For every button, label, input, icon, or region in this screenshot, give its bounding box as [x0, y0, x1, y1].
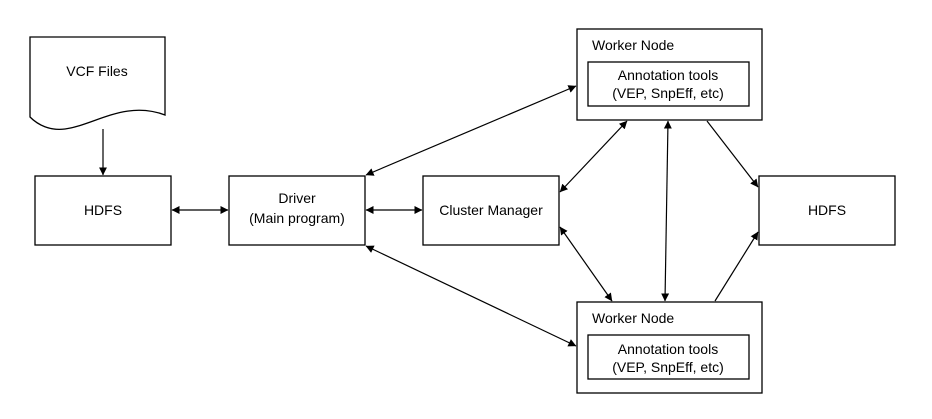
hdfs-right-node: HDFS [758, 175, 896, 246]
annotation-tools-top-box [587, 61, 750, 107]
hdfs-right-label: HDFS [808, 202, 846, 218]
hdfs-left-node: HDFS [34, 175, 172, 246]
vcf-files-label: VCF Files [66, 63, 127, 79]
driver-label: Driver [278, 190, 316, 206]
edge-worker-top-worker-bottom [661, 120, 672, 302]
worker-node-top-title: Worker Node [592, 37, 674, 53]
edge-cluster-manager-worker-top [559, 120, 628, 193]
worker-node-top: Worker Node Annotation tools (VEP, SnpEf… [576, 28, 763, 121]
edge-driver-worker-bottom [365, 245, 577, 347]
annotation-tools-bottom-label: Annotation tools [618, 341, 718, 357]
worker-node-bottom-title: Worker Node [592, 310, 674, 326]
cluster-manager-label: Cluster Manager [439, 202, 543, 218]
hdfs-left-label: HDFS [84, 202, 122, 218]
worker-node-bottom: Worker Node Annotation tools (VEP, SnpEf… [576, 301, 763, 394]
edge-driver-worker-top [365, 85, 577, 176]
driver-node: Driver (Main program) [228, 175, 366, 246]
driver-sublabel: (Main program) [249, 210, 345, 226]
annotation-tools-bottom-box [587, 334, 750, 380]
edge-worker-top-to-hdfs-right [706, 120, 759, 188]
annotation-tools-bottom-sublabel: (VEP, SnpEff, etc) [612, 359, 724, 375]
annotation-tools-top-label: Annotation tools [618, 67, 718, 83]
edge-cluster-manager-worker-bottom [559, 226, 613, 302]
vcf-files-node: VCF Files [29, 36, 166, 131]
annotation-tools-top-sublabel: (VEP, SnpEff, etc) [612, 85, 724, 101]
cluster-manager-node: Cluster Manager [422, 175, 560, 246]
edge-worker-bottom-to-hdfs-right [714, 231, 759, 302]
